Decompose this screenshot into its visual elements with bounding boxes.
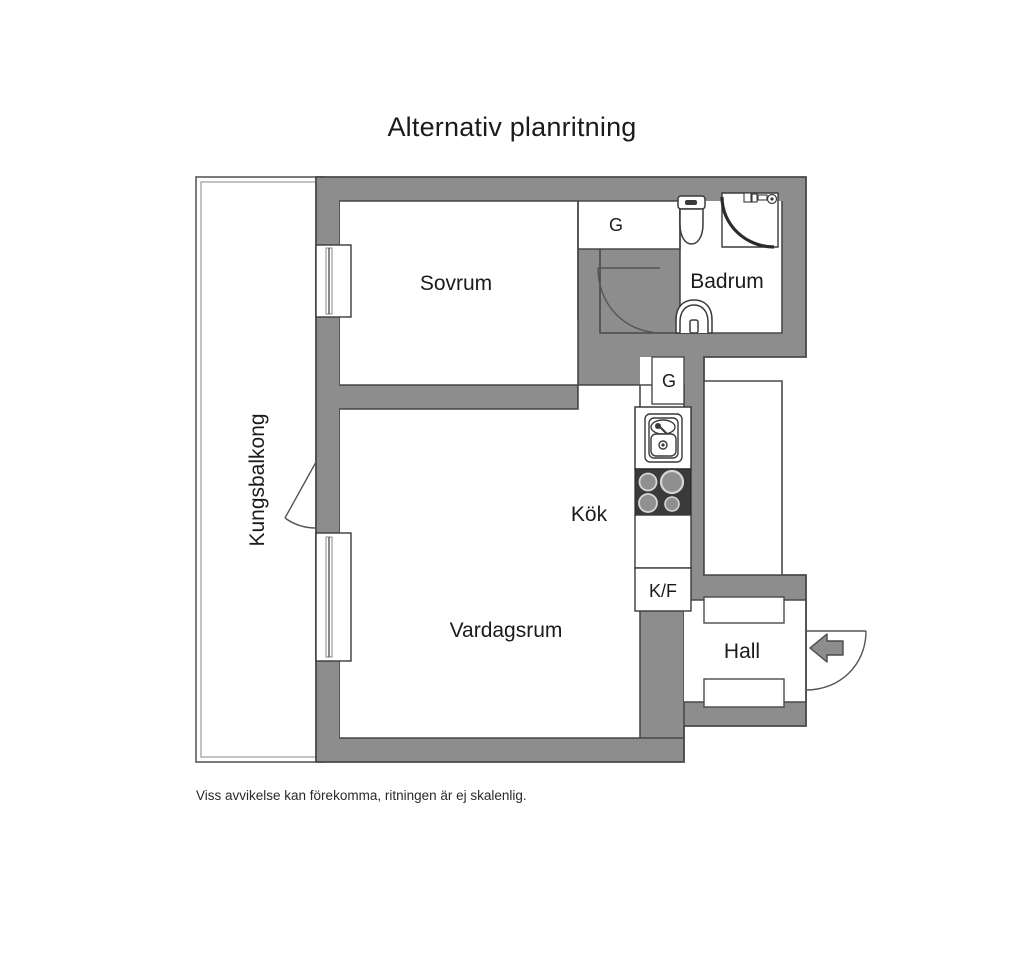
balcony-door[interactable]: [284, 461, 317, 529]
room-label-hall: Hall: [724, 640, 760, 663]
kitchen-sink-icon: [644, 413, 683, 463]
shower-cabin-icon: [720, 192, 779, 249]
room-label-kitchen: Kök: [571, 503, 608, 526]
room-label-balcony: Kungsbalkong: [246, 413, 269, 546]
closet-label-bedroom: G: [609, 215, 623, 235]
livingroom-window[interactable]: [315, 532, 352, 662]
room-label-livingroom: Vardagsrum: [450, 619, 563, 642]
room-label-bathroom: Badrum: [690, 270, 764, 293]
label-fridge-freezer: K/F: [649, 581, 677, 601]
hall-closets: [703, 596, 785, 708]
entrance-door[interactable]: [805, 630, 867, 691]
room-label-bedroom: Sovrum: [420, 272, 492, 295]
stove-burners-icon: [638, 469, 685, 513]
closet-label-kitchen: G: [662, 371, 676, 391]
toilet-icon: [677, 195, 706, 245]
entrance-direction-arrow: [809, 633, 844, 663]
balcony-outline: [195, 176, 325, 763]
scale-disclaimer: Viss avvikelse kan förekomma, ritningen …: [196, 788, 527, 803]
bathroom-door[interactable]: [597, 267, 663, 334]
wash-basin-icon: [675, 299, 713, 334]
page-title: Alternativ planritning: [387, 112, 637, 142]
bedroom-window[interactable]: [315, 244, 352, 318]
